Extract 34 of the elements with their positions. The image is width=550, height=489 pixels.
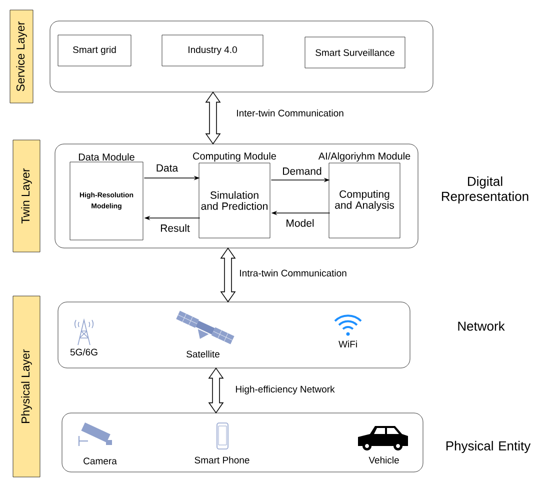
module-heading: Computing Module (193, 152, 276, 162)
edge-label: Data (154, 163, 180, 173)
layer-caption: Network (458, 321, 505, 331)
edge-label: High-efficiency Network (234, 384, 336, 396)
module-heading: Data Module (78, 153, 134, 161)
layer-band: Service Layer (10, 10, 34, 104)
layer-panel (50, 20, 434, 92)
service-box: Smart grid (58, 34, 132, 66)
double-arrow (220, 248, 236, 302)
edge-label: Demand (281, 166, 323, 176)
icon-label: Smart Phone (194, 456, 250, 464)
edge-label: Intra-twin Communication (238, 268, 348, 278)
layer-panel (62, 412, 424, 472)
edge-label: Inter-twin Communication (235, 108, 345, 118)
module-box: Computing and Analysis (328, 162, 400, 238)
layer-panel (58, 302, 410, 368)
double-arrow (208, 368, 224, 414)
edge-label: Result (159, 223, 191, 233)
service-box: Industry 4.0 (162, 34, 264, 66)
icon-label: WiFi (338, 340, 357, 348)
icon-label: Camera (84, 458, 117, 464)
layer-caption: Digital Representation (442, 176, 528, 204)
icon-label: Vehicle (368, 456, 399, 464)
icon-label: 5G/6G (70, 348, 98, 356)
module-box: Simulation and Prediction (198, 162, 270, 238)
edge-label: Model (284, 218, 316, 228)
layer-caption: Physical Entity (446, 440, 531, 454)
double-arrow (205, 92, 221, 144)
layer-panel (54, 144, 418, 248)
service-box: Smart Surveillance (304, 36, 406, 68)
layer-band: Physical Layer (12, 296, 40, 478)
icon-label: Satellite (186, 350, 220, 358)
module-heading: AI/Algoriyhm Module (318, 152, 410, 162)
layer-band: Twin Layer (12, 140, 40, 252)
